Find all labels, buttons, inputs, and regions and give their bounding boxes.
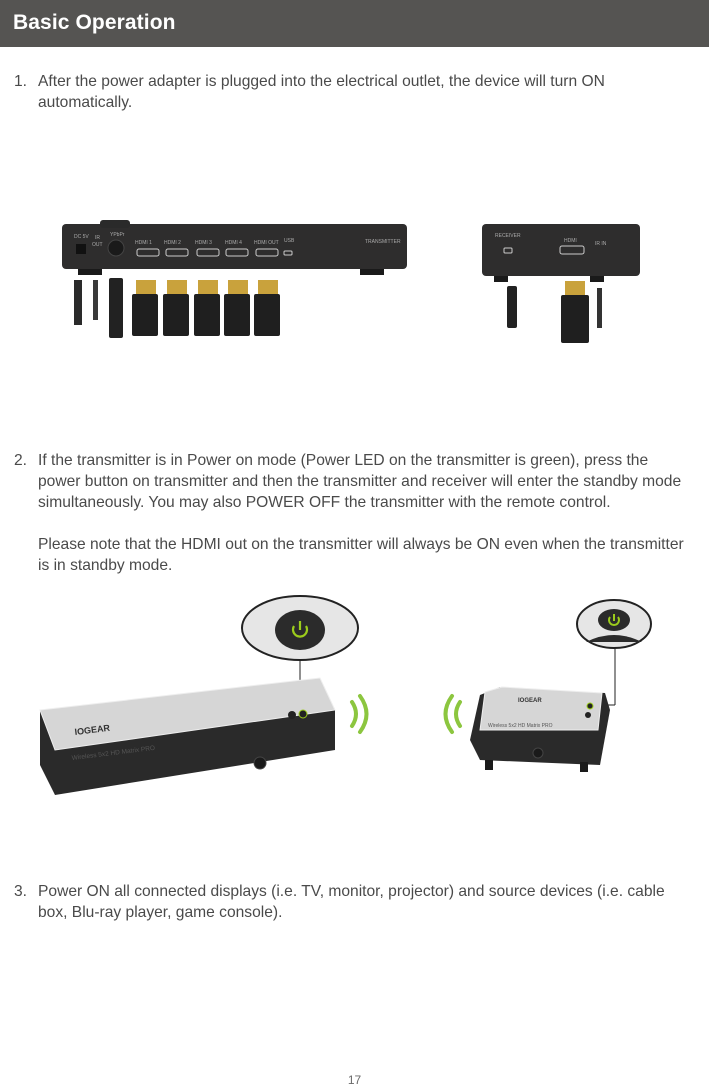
step-number: 2. — [14, 452, 28, 469]
svg-text:HDMI 2: HDMI 2 — [164, 240, 181, 246]
svg-text:RECEIVER: RECEIVER — [495, 233, 521, 239]
power-icon — [608, 614, 620, 626]
svg-text:HDMI 4: HDMI 4 — [225, 240, 242, 246]
svg-text:HDMI OUT: HDMI OUT — [254, 240, 279, 246]
step-2: 2. If the transmitter is in Power on mod… — [14, 450, 694, 576]
step-number: 3. — [14, 883, 28, 900]
svg-text:OUT: OUT — [92, 242, 103, 248]
svg-text:Wireless 5x2 HD Matrix PRO: Wireless 5x2 HD Matrix PRO — [488, 723, 553, 729]
svg-text:TRANSMITTER: TRANSMITTER — [365, 239, 401, 245]
port-label: DC 5V — [74, 234, 89, 240]
svg-text:IR IN: IR IN — [595, 241, 607, 247]
signal-icon — [443, 694, 462, 734]
signal-icon — [350, 694, 369, 734]
svg-text:IR: IR — [95, 235, 100, 241]
step-text: After the power adapter is plugged into … — [38, 73, 605, 111]
step-text: If the transmitter is in Power on mode (… — [38, 452, 682, 511]
power-icon — [291, 621, 309, 638]
step-number: 1. — [14, 73, 28, 90]
section-title: Basic Operation — [13, 11, 176, 34]
step-note: Please note that the HDMI out on the tra… — [38, 536, 684, 574]
step-1: 1. After the power adapter is plugged in… — [14, 71, 694, 113]
section-header: Basic Operation — [0, 0, 709, 47]
step-3: 3. Power ON all connected displays (i.e.… — [14, 881, 694, 923]
standby-figure: IOGEAR Wireless 5x2 HD Matrix PRO IOGEAR… — [30, 590, 670, 820]
svg-text:HDMI: HDMI — [564, 238, 577, 244]
svg-text:HDMI 1: HDMI 1 — [135, 240, 152, 246]
svg-text:HDMI 3: HDMI 3 — [195, 240, 212, 246]
svg-text:USB: USB — [284, 238, 295, 244]
page-number: 17 — [347, 1073, 362, 1087]
svg-text:IOGEAR: IOGEAR — [74, 723, 111, 737]
svg-text:YPbPr: YPbPr — [110, 232, 125, 238]
svg-text:IOGEAR: IOGEAR — [518, 698, 542, 704]
standby-illustration: IOGEAR Wireless 5x2 HD Matrix PRO IOGEAR… — [39, 595, 652, 795]
step-text: Power ON all connected displays (i.e. TV… — [38, 883, 665, 921]
